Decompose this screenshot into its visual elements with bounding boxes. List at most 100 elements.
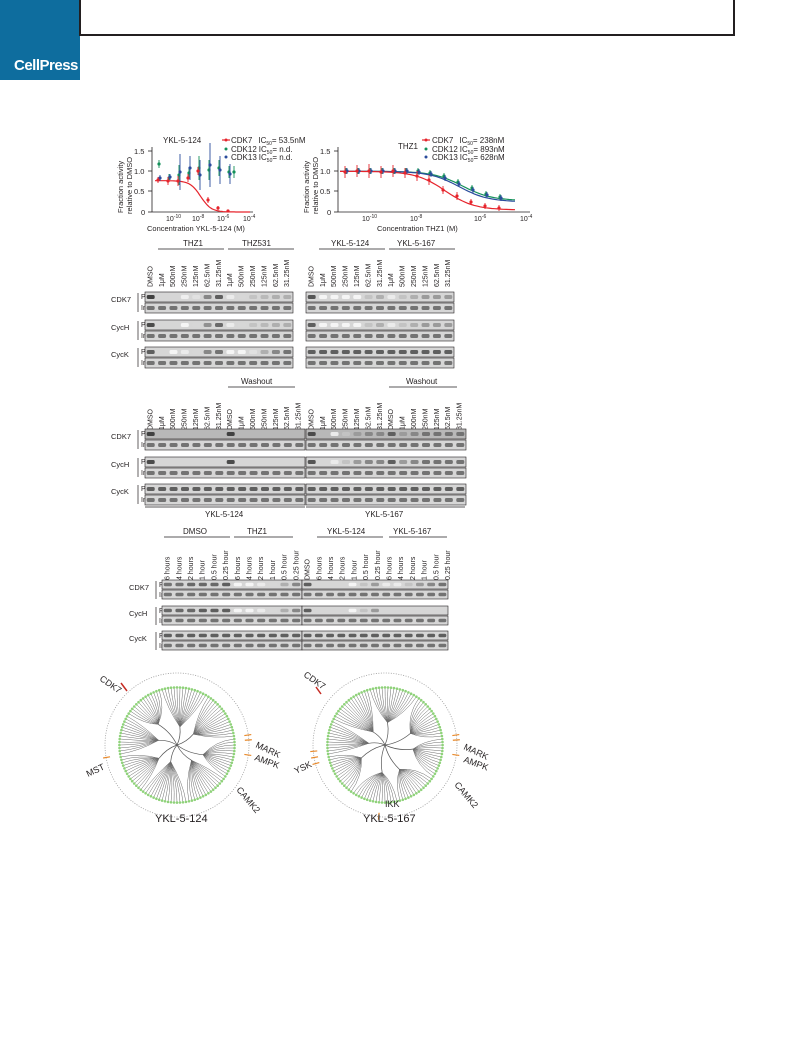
blot-strip	[144, 456, 306, 468]
blot-band	[410, 350, 419, 354]
blot-band	[359, 633, 368, 638]
blot-band	[359, 618, 368, 623]
blot-band	[283, 498, 292, 502]
blot-band	[146, 295, 155, 299]
kinase-node	[389, 801, 393, 804]
blot-band	[330, 334, 339, 338]
blot-band	[261, 487, 269, 491]
blot-band	[180, 323, 189, 327]
data-point	[485, 193, 489, 197]
kinase-node	[331, 767, 334, 770]
kinase-node	[196, 689, 199, 693]
blot-band	[376, 323, 384, 327]
kinase-node	[363, 689, 366, 693]
blot-band	[422, 460, 430, 464]
blot-strip	[161, 630, 303, 641]
kinase-node	[332, 717, 336, 721]
lane-label: 62.5nM	[204, 406, 211, 430]
kinase-node	[422, 786, 425, 790]
kinase-node	[360, 691, 363, 694]
blot-band	[292, 633, 301, 638]
blot-band	[444, 471, 453, 475]
blot-membrane	[305, 428, 467, 440]
blot-band	[280, 643, 289, 648]
blot-band	[444, 460, 453, 464]
blot-strip	[305, 483, 467, 495]
lane-label: 0.25 hour	[375, 550, 382, 580]
blot-band	[203, 295, 212, 299]
kinase-node	[415, 695, 418, 698]
lane-label: 0.5 hour	[211, 554, 218, 580]
blot-band	[198, 633, 207, 638]
kinase-node	[120, 728, 123, 732]
blot-band	[198, 592, 207, 597]
kinase-node	[335, 712, 339, 715]
blot-band	[326, 643, 335, 648]
blot-band	[222, 608, 231, 613]
blot-membrane	[305, 494, 467, 506]
blot-band	[175, 608, 184, 613]
blot-band	[376, 306, 384, 310]
kinase-node	[144, 695, 147, 698]
blot-band	[326, 633, 335, 638]
kinase-node	[326, 746, 329, 750]
data-point	[198, 173, 202, 177]
kinase-node	[409, 795, 413, 798]
blot-band	[292, 608, 301, 613]
lane-label: 125nM	[434, 408, 441, 430]
kinase-node	[157, 688, 161, 692]
blot-band	[272, 487, 281, 491]
blot-band	[433, 471, 442, 475]
kinase-node	[118, 743, 121, 747]
blot-band	[410, 432, 419, 436]
blot-band	[222, 618, 231, 623]
blot-band	[271, 334, 280, 338]
blot-band	[303, 633, 312, 638]
blot-band	[233, 608, 242, 613]
lane-label: 125nM	[261, 265, 268, 287]
lane-label: 4 hours	[328, 556, 335, 580]
blot-strip	[144, 439, 306, 451]
blot-band	[215, 487, 224, 491]
kinase-node	[357, 795, 361, 798]
blot-band	[398, 295, 407, 299]
kinase-node	[232, 734, 236, 738]
lane-label: 1μM	[159, 273, 166, 287]
kinase-node	[129, 777, 132, 781]
kinase-node	[412, 693, 416, 697]
blot-band	[226, 334, 235, 338]
blot-band	[427, 618, 436, 623]
blot-band	[249, 471, 258, 475]
blot-band	[249, 487, 258, 491]
blot-band	[364, 487, 373, 491]
blot-band	[233, 643, 242, 648]
right-x-tick-2: 10-8	[410, 214, 422, 223]
lane-label: 250nM	[250, 265, 257, 287]
blot-band	[387, 460, 396, 464]
blot-band	[348, 643, 357, 648]
blot-band	[387, 295, 396, 299]
header-frame	[79, 0, 735, 36]
kinase-node	[152, 796, 155, 799]
blot-band	[433, 460, 442, 464]
blot-band	[175, 633, 184, 638]
kinase-node	[335, 775, 339, 778]
kinase-node	[137, 786, 140, 790]
blot-strip	[161, 589, 303, 600]
lane-label: 1 hour	[351, 559, 358, 580]
kinase-node	[426, 705, 430, 708]
kinase-node	[120, 758, 123, 762]
kinase-node	[386, 801, 390, 804]
right-y-tick-10: 1.0	[320, 167, 330, 176]
blot-band	[337, 592, 346, 597]
lane-label: 250nM	[182, 408, 189, 430]
blot-band	[283, 306, 292, 310]
group-label: Washout	[241, 377, 273, 386]
protein-label: CDK7	[129, 583, 149, 592]
journal-color-stripe	[0, 0, 80, 80]
left-y-tick-10: 1.0	[134, 167, 144, 176]
blot-band	[192, 306, 201, 310]
blot-band	[432, 334, 441, 338]
blot-band	[348, 582, 357, 587]
